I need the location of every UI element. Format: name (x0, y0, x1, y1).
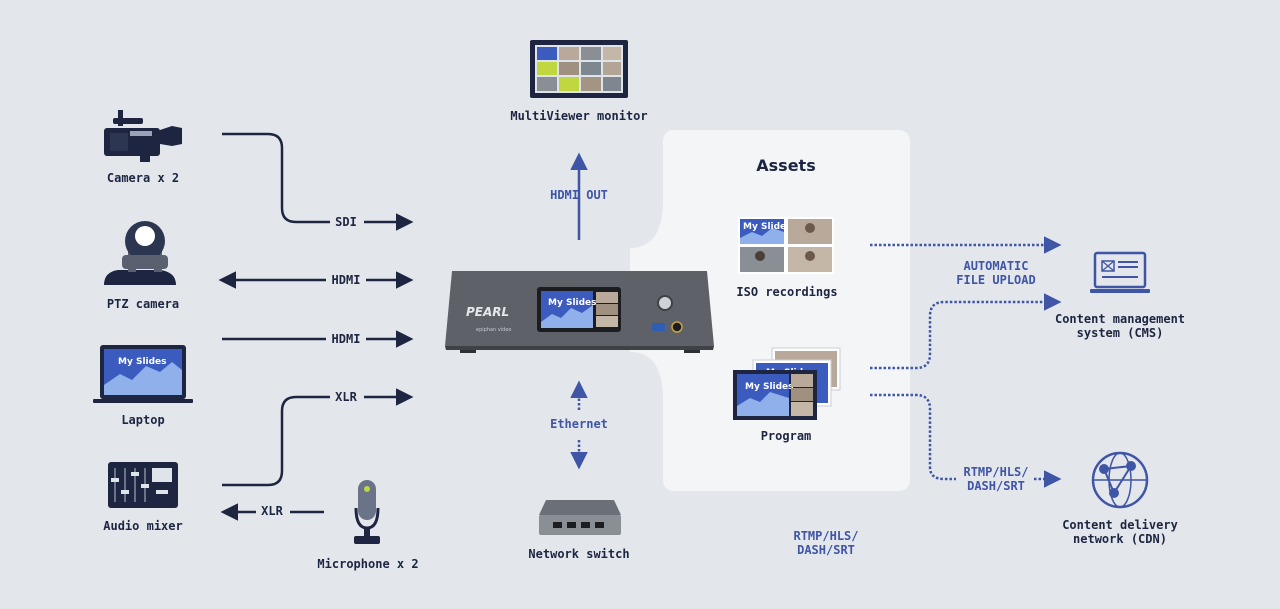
cdn-globe-icon (1091, 451, 1149, 509)
hdmi-out-label: HDMI OUT (550, 188, 608, 202)
program-label: Program (760, 429, 812, 443)
multiviewer-label: MultiViewer monitor (510, 109, 648, 123)
hdmi-laptop-label: HDMI (331, 332, 361, 346)
laptop-label: Laptop (121, 413, 165, 427)
ptz-camera-label: PTZ camera (106, 297, 180, 311)
xlr-in-line (222, 395, 330, 487)
cdn-label: Content delivery network (CDN) (1062, 518, 1178, 546)
network-switch-icon (539, 500, 621, 535)
audio-mixer-icon (108, 462, 178, 508)
microphone-icon (354, 480, 380, 544)
sdi-label: SDI (335, 215, 357, 229)
audio-mixer-label: Audio mixer (103, 519, 183, 533)
assets-title: Assets (756, 156, 816, 175)
laptop-icon: My Slides (93, 345, 193, 403)
assets-panel (630, 130, 910, 491)
stream-bottom-label: RTMP/HLS/ DASH/SRT (793, 529, 859, 557)
program-icon: My Slides My Slides (733, 347, 841, 420)
stream-cdn-label: RTMP/HLS/ DASH/SRT (963, 465, 1029, 493)
upload-label: AUTOMATIC FILE UPLOAD (956, 259, 1036, 287)
ethernet-label: Ethernet (550, 417, 608, 431)
iso-recordings-icon: My Slides (738, 217, 834, 274)
microphone-label: Microphone x 2 (317, 557, 419, 571)
camera-label: Camera x 2 (106, 171, 180, 185)
program-upload-line (870, 293, 1062, 370)
ptz-camera-icon (104, 221, 176, 285)
program-slide-title: My Slides (745, 382, 794, 392)
iso-recordings-label: ISO recordings (736, 285, 838, 299)
network-switch-label: Network switch (528, 547, 630, 561)
sdi-line (222, 132, 330, 224)
iso-slide-title: My Slides (743, 222, 792, 232)
epiphan-logo: epiphan video (476, 327, 511, 333)
laptop-slide-title: My Slides (118, 357, 167, 367)
xlr-out-label: XLR (261, 504, 283, 518)
cms-icon (1090, 251, 1150, 293)
multiviewer-monitor-icon (530, 40, 628, 98)
pearl-logo: PEARL (466, 305, 509, 319)
xlr-in-label: XLR (335, 390, 357, 404)
program-cdn-line (870, 393, 956, 481)
camera-icon (104, 110, 182, 162)
hdmi-ptz-label: HDMI (331, 273, 361, 287)
cms-label: Content management system (CMS) (1054, 312, 1186, 340)
pearl-device-icon: PEARL epiphan video My Slides (445, 271, 714, 353)
pearl-slide-title: My Slides (548, 298, 597, 308)
